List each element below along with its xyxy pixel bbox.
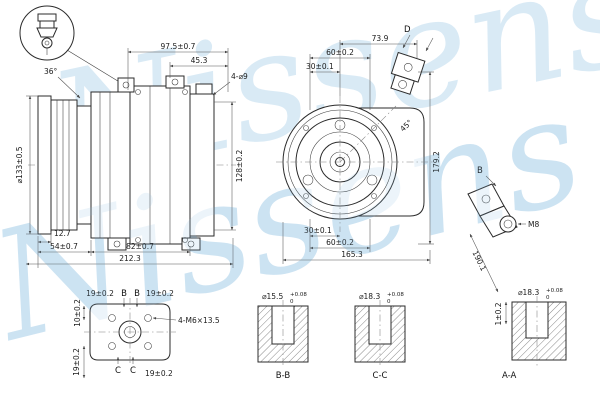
section-cc-tol-bot: 0: [387, 299, 391, 305]
dim-30-bot: 30±0.1: [304, 226, 332, 235]
section-c1-label: C: [115, 366, 121, 376]
section-b-label: B: [477, 166, 483, 176]
dim-30-top: 30±0.1: [306, 62, 334, 71]
section-aa-label: A-A: [502, 371, 517, 381]
section-cc-tol-top: +0.08: [387, 292, 404, 298]
section-aa-view: ⌀18.3 +0.08 0 1±0.2 A-A: [494, 288, 567, 381]
dim-pulley-dia: ⌀133±0.5: [15, 146, 24, 183]
dim-19-bottom: 19±0.2: [145, 369, 173, 378]
dim-19-top-left: 19±0.2: [86, 289, 114, 298]
dim-73-9: 73.9: [372, 34, 389, 43]
dim-holes: 4-⌀9: [231, 72, 248, 81]
section-bb-tol-top: +0.08: [290, 292, 307, 298]
section-cc-dia: ⌀18.3: [359, 292, 380, 301]
section-aa-tol-top: +0.08: [546, 288, 563, 294]
dim-165-3: 165.3: [341, 250, 363, 259]
section-cc-label: C-C: [373, 371, 388, 381]
bracket-view: 19±0.2 B B 19±0.2 4-M6×13.5 10±0.2 19±0.…: [72, 289, 220, 379]
thread-m8-label: M8: [528, 220, 539, 229]
section-d-label: D: [404, 25, 411, 35]
dim-54: 54±0.7: [50, 242, 78, 251]
dim-1-aa: 1±0.2: [494, 302, 503, 325]
section-c2-label: C: [130, 366, 136, 376]
dim-45-3: 45.3: [191, 56, 208, 65]
dim-60-bot: 60±0.2: [326, 238, 354, 247]
section-bb-view: ⌀15.5 +0.08 0 B-B: [257, 292, 309, 381]
side-view: 97.5±0.7 45.3 4-⌀9 36° ⌀133±0.5 128±0.2 …: [15, 42, 248, 268]
bolt-spec-label: 4-M6×13.5: [178, 316, 220, 325]
section-b1-label: B: [121, 289, 127, 299]
dim-width-top: 97.5±0.7: [161, 42, 196, 51]
dim-179-2: 179.2: [432, 151, 441, 173]
connector-detail-view: [19, 5, 127, 87]
section-bb-tol-bot: 0: [290, 299, 294, 305]
section-b2-label: B: [134, 289, 140, 299]
dim-19-top-right: 19±0.2: [146, 289, 174, 298]
front-view: 73.9 60±0.2 30±0.1 45° 179.2 30±0.1 60±0…: [276, 25, 441, 264]
dim-19-left: 19±0.2: [72, 348, 81, 376]
dim-angle-36: 36°: [44, 67, 58, 76]
dim-10-left: 10±0.2: [73, 299, 82, 327]
dim-total-length: 212.3: [119, 254, 141, 263]
dim-12-7: 12.7: [54, 229, 71, 238]
section-cc-view: ⌀18.3 +0.08 0 C-C: [354, 292, 406, 381]
section-aa-dia: ⌀18.3: [518, 288, 539, 297]
dim-60-top: 60±0.2: [326, 48, 354, 57]
dim-82: 82±0.7: [126, 242, 154, 251]
section-bb-dia: ⌀15.5: [262, 292, 283, 301]
stud-detail-view: B M8 190.1: [467, 166, 539, 293]
dim-body-height: 128±0.2: [235, 150, 244, 183]
section-bb-label: B-B: [276, 371, 291, 381]
section-aa-tol-bot: 0: [546, 295, 550, 301]
